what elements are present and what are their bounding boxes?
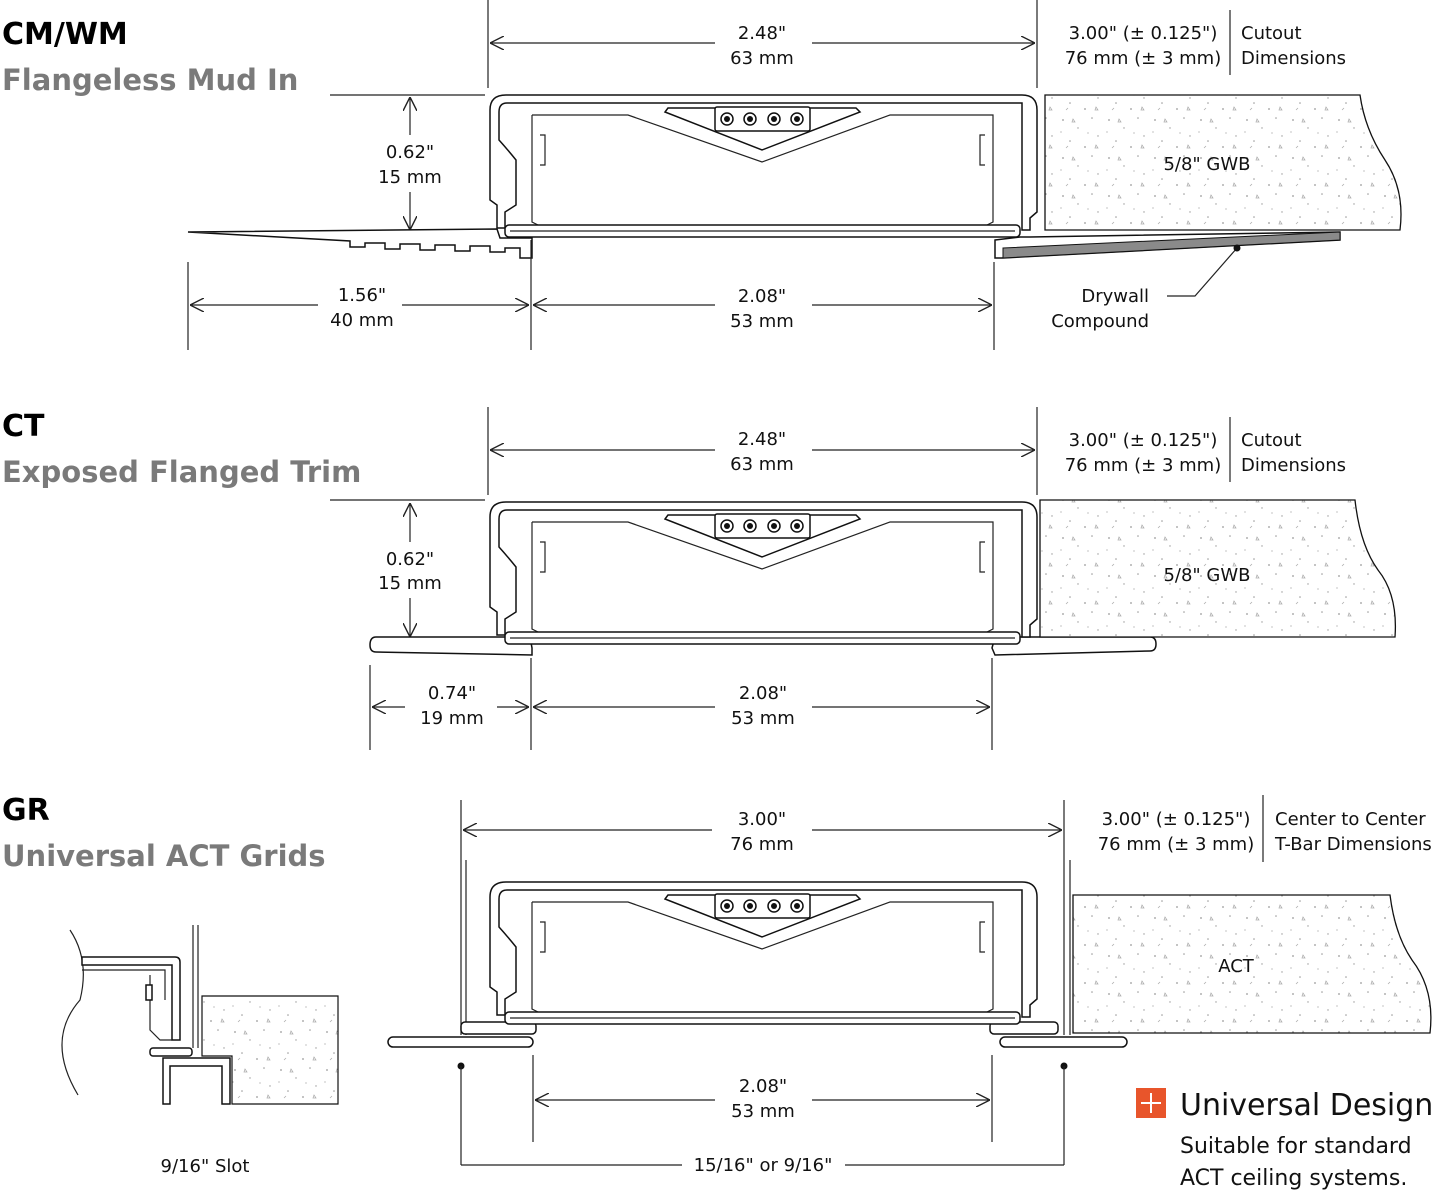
- flange-dim-mm: 19 mm: [420, 708, 484, 729]
- section-cm-wm: CM/WM Flangeless Mud In 2.48" 63 mm 3.00…: [2, 0, 1402, 350]
- flange-dim-in: 0.74": [428, 683, 476, 704]
- cutout-mm: 76 mm (± 3 mm): [1065, 455, 1222, 476]
- cutout-label: Dimensions: [1241, 455, 1346, 476]
- cutout-mm: 76 mm (± 3 mm): [1098, 834, 1255, 855]
- callout-label: Drywall: [1081, 286, 1149, 307]
- act-tile: [1072, 894, 1432, 1034]
- height-dim-in: 0.62": [386, 549, 434, 570]
- width-dim-mm: 76 mm: [730, 834, 794, 855]
- badge-line: ACT ceiling systems.: [1180, 1166, 1407, 1191]
- cutout-label: Center to Center: [1275, 809, 1426, 830]
- material-label: 5/8" GWB: [1163, 154, 1250, 175]
- right-tbar-flange: [999, 1036, 1128, 1048]
- badge-title: Universal Design.: [1180, 1088, 1435, 1123]
- plus-icon: [1136, 1088, 1166, 1118]
- height-dim-in: 0.62": [386, 142, 434, 163]
- section-name: Universal ACT Grids: [2, 839, 326, 873]
- detail-label: 9/16" Slot: [161, 1156, 250, 1177]
- cutout-in: 3.00" (± 0.125"): [1069, 23, 1218, 44]
- section-code: GR: [2, 793, 50, 828]
- left-tbar-flange: [387, 1036, 534, 1048]
- section-name: Exposed Flanged Trim: [2, 455, 361, 489]
- width-dim-in: 3.00": [738, 809, 786, 830]
- tbar-dim: 15/16" or 9/16": [694, 1155, 833, 1176]
- callout-label: Compound: [1051, 311, 1149, 332]
- gwb-board: [1039, 499, 1397, 638]
- slot-detail: 9/16" Slot: [61, 925, 339, 1177]
- gwb-board: [1044, 94, 1402, 231]
- badge-line: Suitable for standard: [1180, 1134, 1412, 1159]
- universal-design-badge: Universal Design. Suitable for standard …: [1136, 1088, 1435, 1191]
- cutout-label: Dimensions: [1241, 48, 1346, 69]
- width-dim-in: 2.48": [738, 23, 786, 44]
- width-dim-in: 2.48": [738, 429, 786, 450]
- cutout-label: T-Bar Dimensions: [1274, 834, 1432, 855]
- aperture-dim-mm: 53 mm: [731, 708, 795, 729]
- height-dim-mm: 15 mm: [378, 167, 442, 188]
- section-code: CM/WM: [2, 17, 128, 52]
- width-dim-mm: 63 mm: [730, 454, 794, 475]
- material-label: ACT: [1218, 956, 1255, 977]
- drywall-compound: [1002, 231, 1341, 259]
- cutout-label: Cutout: [1241, 430, 1302, 451]
- material-label: 5/8" GWB: [1163, 565, 1250, 586]
- section-code: CT: [2, 409, 45, 444]
- aperture-dim-mm: 53 mm: [731, 1101, 795, 1122]
- flange-dim-mm: 40 mm: [330, 310, 394, 331]
- aperture-dim-in: 2.08": [738, 286, 786, 307]
- cutout-in: 3.00" (± 0.125"): [1069, 430, 1218, 451]
- flange-dim-in: 1.56": [338, 285, 386, 306]
- cutout-in: 3.00" (± 0.125"): [1102, 809, 1251, 830]
- left-flange: [369, 636, 533, 656]
- aperture-dim-in: 2.08": [739, 683, 787, 704]
- section-gr: GR Universal ACT Grids 3.00" 76 mm 3.00"…: [2, 793, 1432, 1177]
- height-dim-mm: 15 mm: [378, 573, 442, 594]
- mud-flange: [187, 228, 533, 259]
- cutout-label: Cutout: [1241, 23, 1302, 44]
- aperture-dim-mm: 53 mm: [730, 311, 794, 332]
- section-ct: CT Exposed Flanged Trim 2.48" 63 mm 3.00…: [2, 407, 1397, 750]
- cutout-mm: 76 mm (± 3 mm): [1065, 48, 1222, 69]
- aperture-dim-in: 2.08": [739, 1076, 787, 1097]
- width-dim-mm: 63 mm: [730, 48, 794, 69]
- section-name: Flangeless Mud In: [2, 63, 298, 97]
